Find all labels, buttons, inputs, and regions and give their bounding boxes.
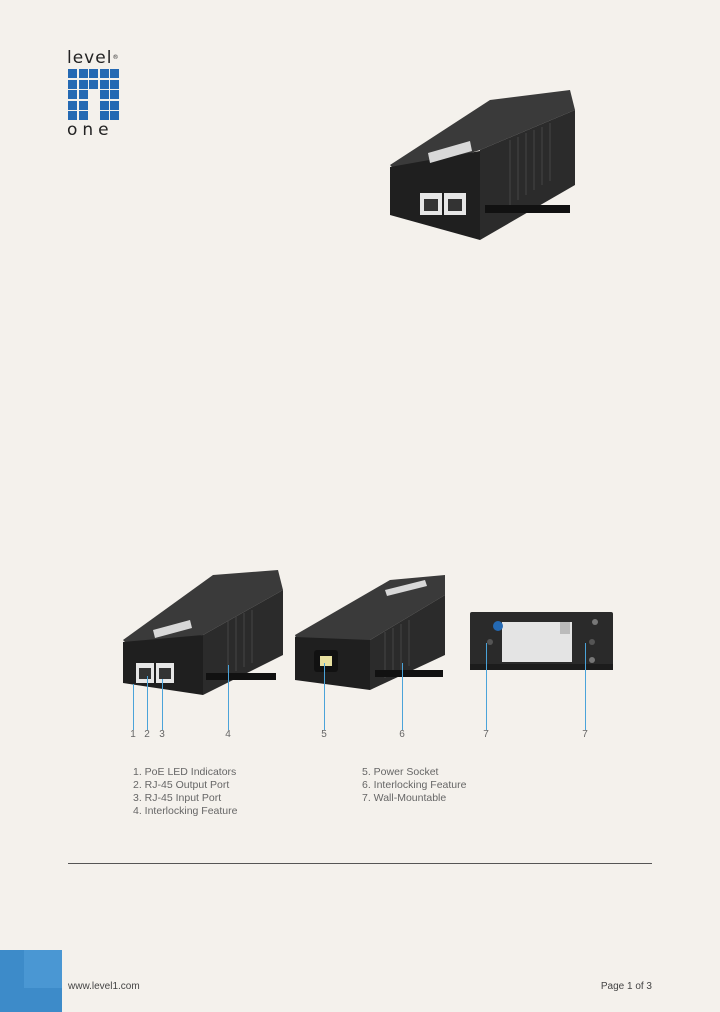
legend-left: 1. PoE LED Indicators 2. RJ-45 Output Po… [133, 766, 237, 818]
footer-page-number: Page 1 of 3 [600, 981, 652, 992]
callout-line-7a [486, 643, 487, 730]
callout-line-2 [147, 676, 148, 730]
logo-bottom-text: one [67, 120, 114, 141]
callout-number: 7 [582, 729, 588, 740]
callout-line-3 [162, 679, 163, 730]
legend-right: 5. Power Socket 6. Interlocking Feature … [362, 766, 466, 805]
legend-item: 5. Power Socket [362, 766, 439, 778]
callout-line-4 [228, 665, 229, 730]
logo-top-text: level® [67, 48, 120, 68]
legend-item: 4. Interlocking Feature [133, 805, 238, 817]
callout-number: 6 [399, 729, 405, 740]
product-rear-image [295, 575, 445, 690]
product-bottom-image [470, 612, 613, 670]
product-main-image [390, 90, 575, 240]
callout-number: 4 [225, 729, 231, 740]
callout-number: 3 [159, 729, 165, 740]
callout-line-6 [402, 663, 403, 730]
callout-line-5 [324, 663, 325, 730]
legend-item: 1. PoE LED Indicators [133, 766, 237, 778]
callout-number: 1 [130, 729, 136, 740]
product-front-image [123, 570, 283, 695]
legend-item: 6. Interlocking Feature [362, 779, 467, 791]
callout-line-7b [585, 643, 586, 730]
callout-number: 7 [483, 729, 489, 740]
callout-number: 5 [321, 729, 327, 740]
legend-item: 7. Wall-Mountable [362, 792, 447, 804]
callout-line-1 [133, 684, 134, 730]
logo-grid-icon [68, 69, 121, 121]
footer-divider [68, 863, 652, 864]
callout-number: 2 [144, 729, 150, 740]
legend-item: 3. RJ-45 Input Port [133, 792, 222, 804]
corner-accent-block [0, 950, 62, 1012]
legend-item: 2. RJ-45 Output Port [133, 779, 230, 791]
levelone-logo: level® one [67, 48, 121, 141]
footer-website-link[interactable]: www.level1.com [68, 981, 140, 992]
